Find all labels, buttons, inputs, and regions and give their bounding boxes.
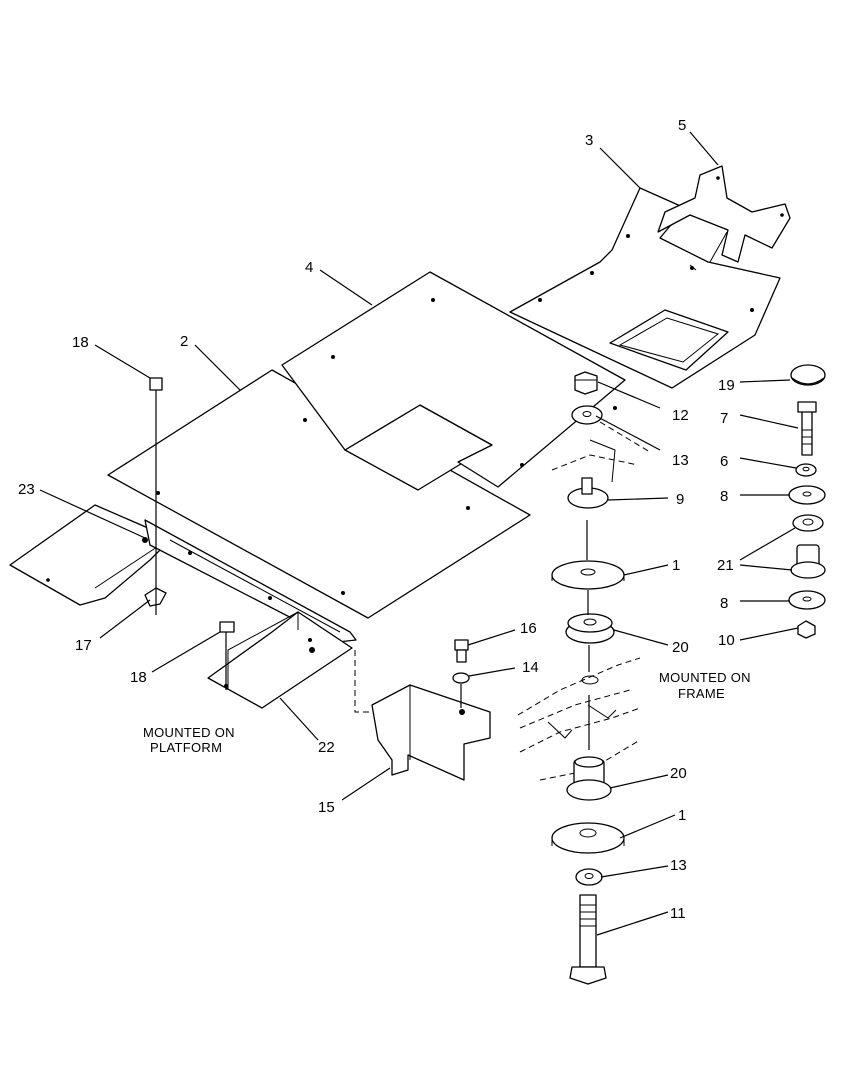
callout-4: 4 (305, 259, 313, 276)
callout-7: 7 (720, 410, 728, 427)
note-platform-line1: MOUNTED ON (143, 725, 235, 740)
mounting-notes: MOUNTED ON PLATFORM MOUNTED ON FRAME (143, 670, 751, 755)
floor-mat-3 (509, 187, 781, 389)
callout-13: 13 (672, 452, 689, 469)
loose-hardware (788, 364, 826, 639)
callout-15: 15 (318, 799, 335, 816)
callout-13: 13 (670, 857, 687, 874)
callout-23: 23 (18, 481, 35, 498)
bracket-15 (371, 684, 491, 781)
callout-20: 20 (670, 765, 687, 782)
callout-19: 19 (718, 377, 735, 394)
callout-9: 9 (676, 491, 684, 508)
note-frame-line1: MOUNTED ON (659, 670, 751, 685)
bracket-5 (657, 165, 791, 271)
callout-6: 6 (720, 453, 728, 470)
callout-22: 22 (318, 739, 335, 756)
callout-labels: 5 3 4 18 2 19 12 7 13 6 8 9 23 1 21 8 20… (18, 117, 735, 922)
floor-plate-4 (281, 271, 626, 488)
callout-14: 14 (522, 659, 539, 676)
callout-16: 16 (520, 620, 537, 637)
note-frame-line2: FRAME (678, 686, 725, 701)
callout-10: 10 (718, 632, 735, 649)
callout-8: 8 (720, 595, 728, 612)
callout-17: 17 (75, 637, 92, 654)
small-fasteners (149, 377, 470, 775)
bracket-22 (207, 611, 353, 709)
note-platform-line2: PLATFORM (150, 740, 222, 755)
callout-12: 12 (672, 407, 689, 424)
callout-21: 21 (717, 557, 734, 574)
callout-8: 8 (720, 488, 728, 505)
callout-20: 20 (672, 639, 689, 656)
callout-5: 5 (678, 117, 686, 134)
callout-1: 1 (678, 807, 686, 824)
bracket-23 (9, 504, 174, 606)
callout-18: 18 (72, 334, 89, 351)
callout-11: 11 (670, 905, 686, 922)
support-channel (144, 519, 357, 643)
callout-18: 18 (130, 669, 147, 686)
hardware-stack (551, 371, 625, 985)
callout-3: 3 (585, 132, 593, 149)
callout-1: 1 (672, 557, 680, 574)
leader-lines (39, 131, 799, 936)
callout-2: 2 (180, 333, 188, 350)
frame-section (517, 421, 651, 781)
